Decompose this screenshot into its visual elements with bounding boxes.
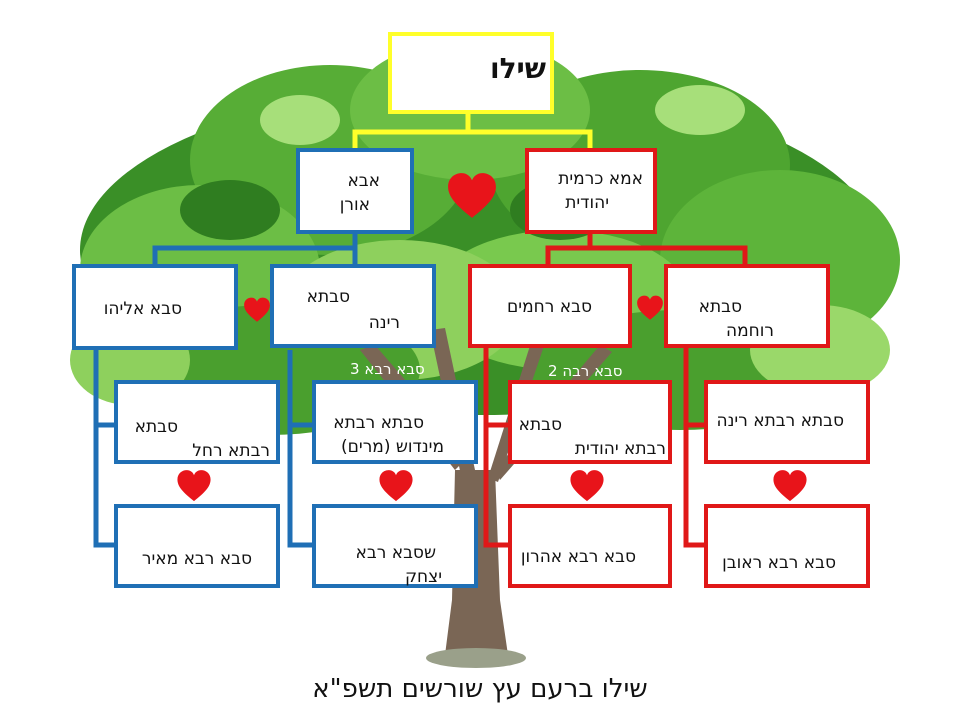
grandfather-eliyahu-line1: סבא אליהו — [103, 299, 182, 319]
grandmother-rina-box: סבתא רינה — [270, 264, 436, 348]
great-grandfather-aharon-line1: סבא רבא אהרון — [520, 547, 636, 567]
overlay-label-right: סבא רבה 2 — [548, 362, 623, 380]
grandmother-rina-line2: רינה — [368, 313, 400, 333]
great-grandfather-meir-box: סבא רבא מאיר — [114, 504, 280, 588]
heart-icon — [773, 470, 807, 502]
great-grandmother-rina-line1: סבתא רבתא רינה — [716, 411, 844, 431]
father-box: אבא אורן — [296, 148, 414, 234]
great-grandfather-yitzchak-box: שסבא רבא יצחק — [312, 504, 478, 588]
root-connector — [352, 112, 593, 150]
great-grandfather-reuven-line1: סבא רבא ראובן — [722, 553, 836, 573]
caption: שילו ברעם עץ שורשים תשפ"א — [312, 674, 648, 704]
heart-icon — [570, 470, 604, 502]
great-grandmother-rachel-line2: רבתא רחל — [192, 441, 270, 461]
father-line-connectors — [93, 232, 358, 548]
great-grandfather-reuven-box: סבא רבא ראובן — [704, 504, 870, 588]
grandfather-rachamim-box: סבא רחמים — [468, 264, 632, 348]
heart-icon — [379, 470, 413, 502]
great-grandfather-meir-line1: סבא רבא מאיר — [141, 549, 252, 569]
father-line1: אבא — [347, 171, 380, 191]
mother-box: אמא כרמית יהודית — [525, 148, 657, 234]
heart-icon — [637, 295, 663, 320]
great-grandfather-yitzchak-line2: יצחק — [404, 567, 442, 587]
grandmother-rina-line1: סבתא — [306, 287, 350, 307]
heart-icon — [244, 297, 270, 322]
mother-line2: יהודית — [565, 193, 609, 213]
grandmother-ruchama-line1: סבתא — [698, 297, 742, 317]
mother-line-connectors — [483, 232, 748, 548]
heart-icon — [448, 173, 496, 218]
root-name: שילו — [489, 52, 546, 85]
heart-icon — [177, 470, 211, 502]
great-grandmother-yehudit-box: סבתא רבתא יהודית — [508, 380, 672, 464]
overlay-label-left: סבא רבא 3 — [350, 360, 425, 378]
great-grandfather-yitzchak-line1: שסבא רבא — [355, 543, 436, 563]
great-grandfather-aharon-box: סבא רבא אהרון — [508, 504, 672, 588]
great-grandmother-mindush-box: סבתא רבתא מינדוש (מרים) — [312, 380, 478, 464]
grandmother-ruchama-box: סבתא רוחמה — [664, 264, 830, 348]
great-grandmother-mindush-line1: סבתא רבתא — [333, 413, 424, 433]
grandmother-ruchama-line2: רוחמה — [726, 321, 774, 341]
mother-line1: אמא כרמית — [558, 169, 643, 189]
great-grandmother-rachel-box: סבתא רבתא רחל — [114, 380, 280, 464]
great-grandmother-rachel-line1: סבתא — [134, 417, 178, 437]
great-grandmother-yehudit-line2: רבתא יהודית — [574, 439, 666, 459]
father-line2: אורן — [339, 195, 370, 215]
root-box: שילו — [388, 32, 554, 114]
great-grandmother-mindush-line2: מינדוש (מרים) — [340, 437, 444, 457]
grandfather-eliyahu-box: סבא אליהו — [72, 264, 238, 350]
great-grandmother-rina-box: סבתא רבתא רינה — [704, 380, 870, 464]
great-grandmother-yehudit-line1: סבתא — [518, 415, 562, 435]
grandfather-rachamim-line1: סבא רחמים — [507, 297, 592, 317]
